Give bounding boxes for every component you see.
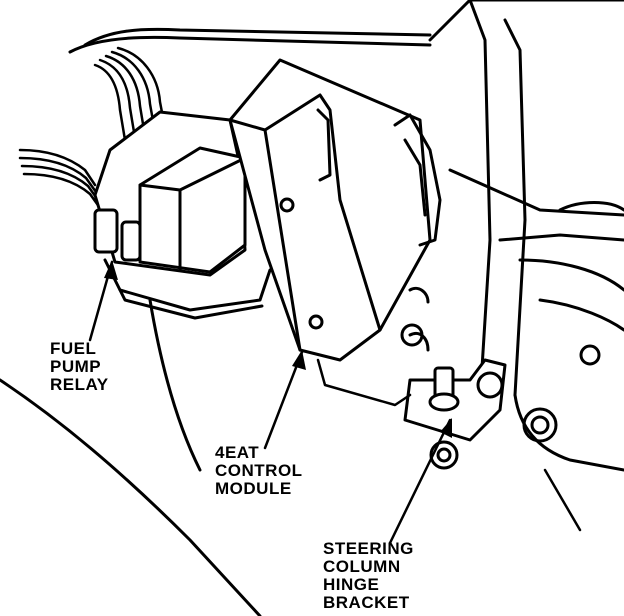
arrowhead-relay xyxy=(104,260,118,280)
wiring-harness-lower xyxy=(18,148,102,210)
hinge-bracket-label: STEERING COLUMN HINGE BRACKET xyxy=(323,540,414,612)
label-line: BRACKET xyxy=(323,593,410,612)
label-line: 4EAT xyxy=(215,443,260,462)
leader-line-module xyxy=(263,350,304,450)
label-line: CONTROL xyxy=(215,461,303,480)
label-line: COLUMN xyxy=(323,557,401,576)
control-module-label: 4EAT CONTROL MODULE xyxy=(215,444,303,498)
control-module-drawing xyxy=(228,58,442,362)
label-line: MODULE xyxy=(215,479,292,498)
arrowhead-bracket xyxy=(440,418,452,438)
dashboard-panel-outline xyxy=(0,27,432,616)
label-line: FUEL xyxy=(50,339,97,358)
leader-arrowheads xyxy=(104,260,452,438)
leader-line-bracket xyxy=(388,418,452,545)
wiring-harness-upper xyxy=(93,46,167,142)
fuel-pump-relay-label: FUEL PUMP RELAY xyxy=(50,340,109,394)
label-line: STEERING xyxy=(323,539,414,558)
hinge-bracket-drawing xyxy=(400,286,507,470)
fuel-pump-relay-drawing xyxy=(93,110,272,320)
label-line: HINGE xyxy=(323,575,380,594)
label-line: RELAY xyxy=(50,375,109,394)
module-ground-wire xyxy=(316,358,412,407)
arrowhead-module xyxy=(292,350,306,370)
steering-column-structure xyxy=(428,0,624,472)
label-line: PUMP xyxy=(50,357,102,376)
